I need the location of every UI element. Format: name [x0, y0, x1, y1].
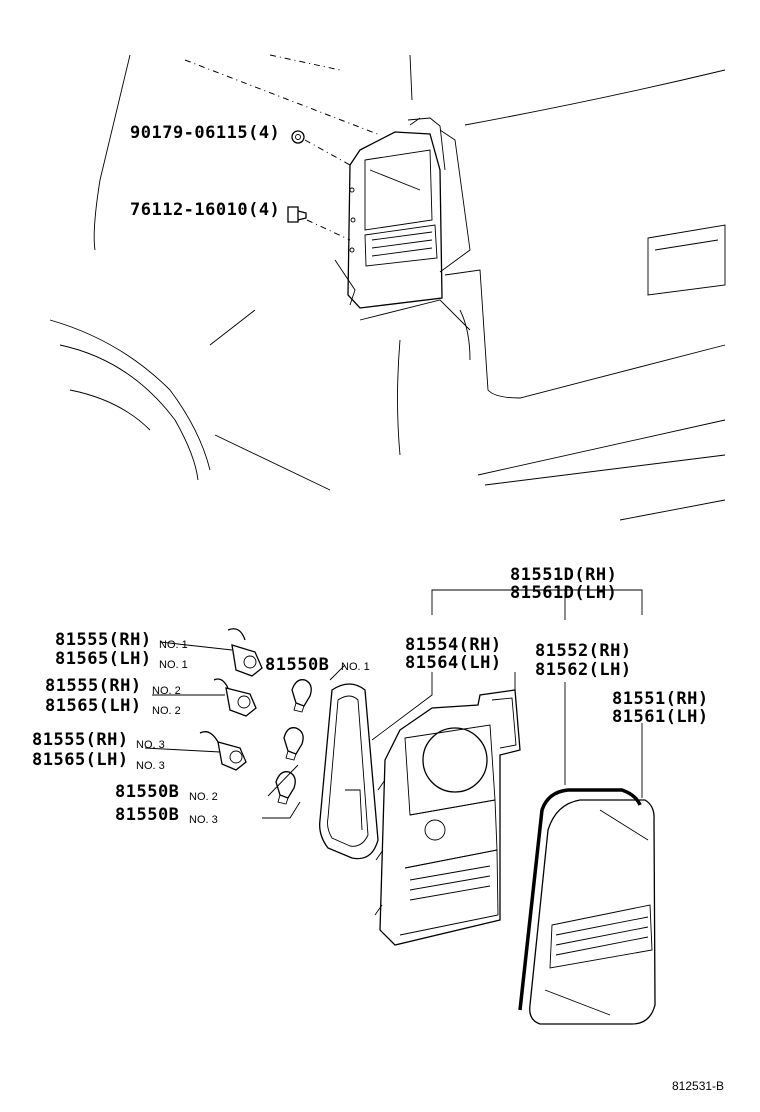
lamp-housing-icon	[374, 689, 521, 946]
bulb-no1-position: NO. 1	[341, 661, 370, 673]
housing-lh-part-number: 81564(LH)	[405, 653, 502, 673]
nut-icon	[291, 130, 305, 144]
vehicle-body-outline	[49, 54, 726, 521]
screw-part-number: 76112-16010(4)	[130, 200, 280, 220]
housing-rh-part-number: 81554(RH)	[405, 635, 502, 655]
lamp-gasket-icon	[518, 788, 642, 1011]
leader-lines	[144, 589, 643, 819]
bulb-icon	[283, 727, 304, 761]
bulb-no1-part-number: 81550B	[265, 655, 329, 675]
socket-no3-lh-position: NO. 3	[136, 760, 165, 772]
socket-no1-lh-part-number: 81565(LH)	[55, 649, 152, 669]
gasket-lh-part-number: 81562(LH)	[535, 660, 632, 680]
socket-no1-rh-position: NO. 1	[159, 639, 188, 651]
bulb-socket-icon	[199, 731, 247, 771]
gasket-rh-part-number: 81552(RH)	[535, 641, 632, 661]
lens-assy-rh-part-number: 81551D(RH)	[510, 565, 617, 585]
bulb-icon	[275, 771, 296, 805]
socket-no2-lh-position: NO. 2	[152, 705, 181, 717]
socket-no3-rh-position: NO. 3	[136, 739, 165, 751]
lens-lh-part-number: 81561(LH)	[612, 707, 709, 727]
socket-no3-rh-part-number: 81555(RH)	[32, 730, 129, 750]
bulb-no2-part-number: 81550B	[115, 782, 179, 802]
socket-no1-rh-part-number: 81555(RH)	[55, 630, 152, 650]
bulb-no3-position: NO. 3	[189, 814, 218, 826]
bulb-no2-position: NO. 2	[189, 791, 218, 803]
screw-icon	[287, 206, 307, 223]
installed-rear-combination-lamp	[347, 117, 446, 309]
bulb-socket-icon	[227, 628, 263, 677]
bulb-socket-icon	[213, 678, 257, 717]
lens-assy-lh-part-number: 81561D(LH)	[510, 583, 617, 603]
lens-rh-part-number: 81551(RH)	[612, 689, 709, 709]
bulb-no3-part-number: 81550B	[115, 805, 179, 825]
packing-seal-icon	[319, 683, 379, 860]
drawing-code: 812531-B	[672, 1079, 724, 1093]
socket-no2-rh-part-number: 81555(RH)	[45, 676, 142, 696]
socket-no2-rh-position: NO. 2	[152, 685, 181, 697]
nut-part-number: 90179-06115(4)	[130, 123, 280, 143]
socket-no2-lh-part-number: 81565(LH)	[45, 696, 142, 716]
lamp-lens-icon	[529, 799, 656, 1025]
socket-no3-lh-part-number: 81565(LH)	[32, 750, 129, 770]
bulb-icon	[291, 679, 312, 713]
socket-no1-lh-position: NO. 1	[159, 659, 188, 671]
